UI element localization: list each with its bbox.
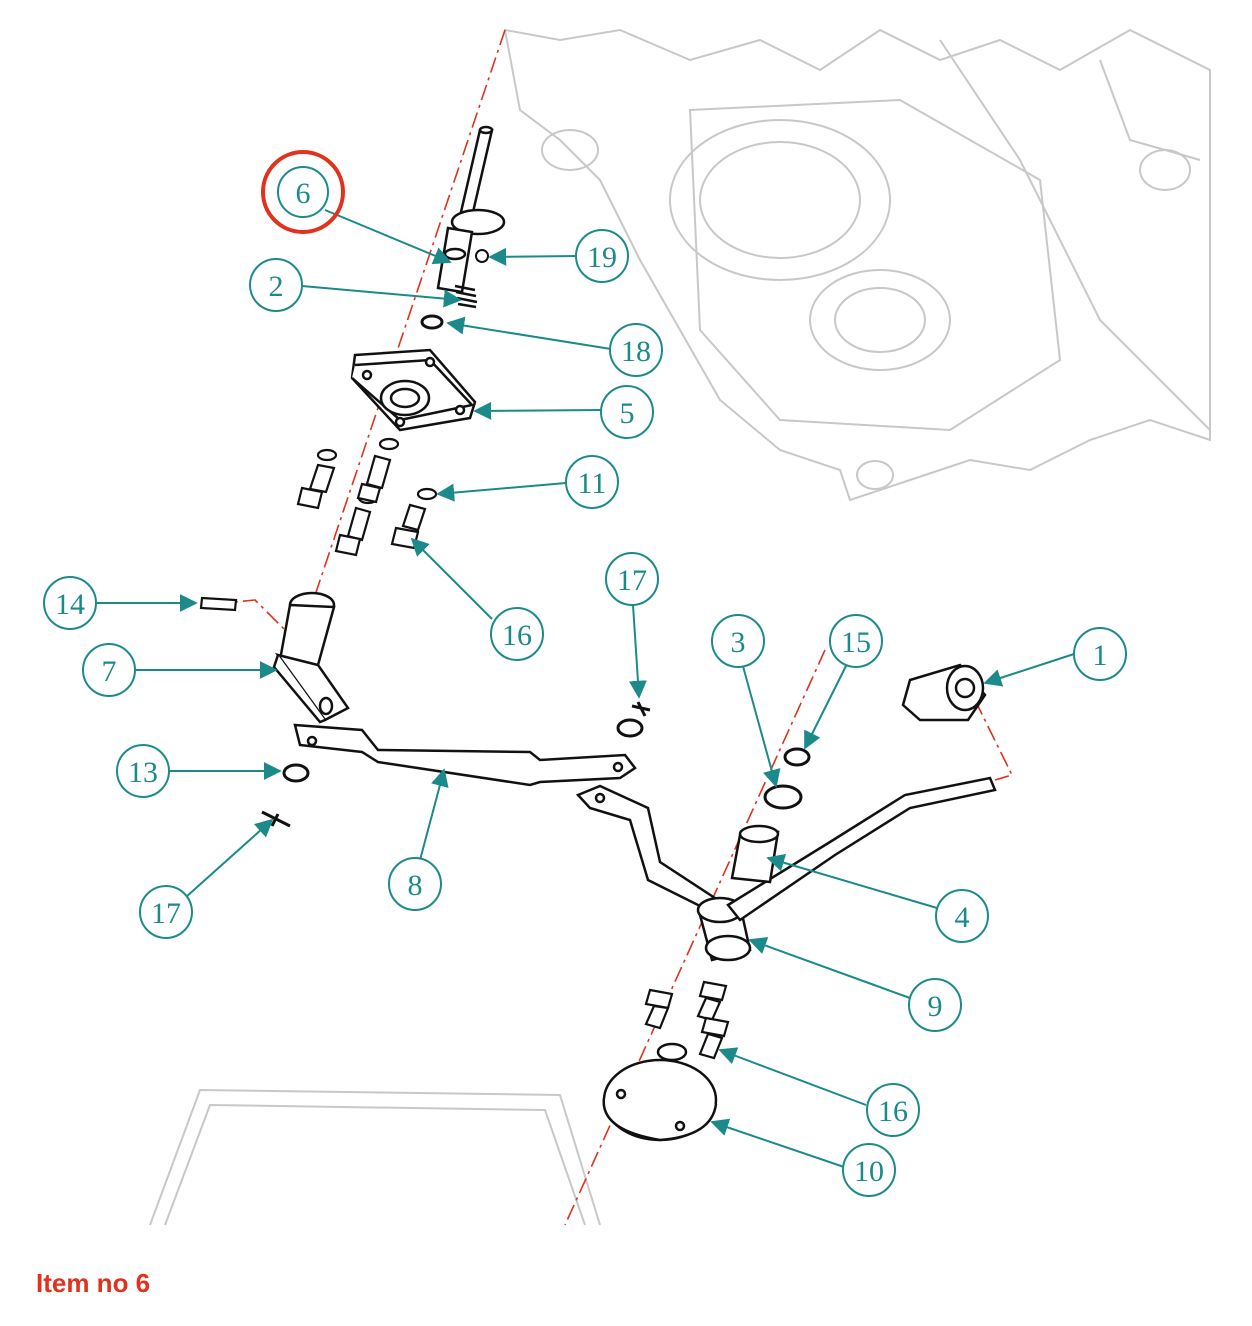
callout-18: 18	[609, 323, 663, 377]
svg-text:13: 13	[128, 756, 158, 789]
svg-text:4: 4	[955, 901, 970, 934]
part-8-rod	[293, 723, 637, 787]
svg-text:6: 6	[296, 177, 311, 210]
lever-rod	[726, 776, 997, 922]
callout-11: 11	[565, 455, 619, 509]
part-1-knob	[901, 663, 987, 722]
svg-text:7: 7	[102, 655, 117, 688]
svg-text:2: 2	[269, 270, 284, 303]
callouts: 6 2 19 18 5 11 16 14 7 13 17 8 17 3 15 1…	[43, 166, 1127, 1197]
callout-14: 14	[43, 576, 97, 630]
callout-10: 10	[842, 1143, 896, 1197]
part-14-pin	[199, 596, 238, 612]
part-19-ball	[475, 249, 489, 263]
callout-4: 3	[711, 614, 765, 668]
svg-text:15: 15	[841, 626, 871, 659]
part-18-washer	[420, 314, 444, 330]
svg-text:18: 18	[621, 335, 651, 368]
item-caption: Item no 6	[36, 1268, 151, 1298]
part-17-cotter-pin-upper	[631, 701, 651, 717]
centre-lines	[213, 29, 1014, 1226]
svg-text:3: 3	[731, 626, 746, 659]
part-7-lever	[272, 591, 350, 724]
svg-text:8: 8	[408, 869, 423, 902]
engine-housing-background	[149, 28, 1211, 1226]
callout-16-lower: 16	[866, 1083, 920, 1137]
part-2-spring	[454, 284, 478, 309]
callout-17-lower: 17	[139, 885, 193, 939]
svg-text:17: 17	[151, 897, 181, 930]
callout-1: 1	[1073, 627, 1127, 681]
part-15-ring	[783, 747, 811, 767]
part-10-base	[602, 1042, 718, 1142]
svg-text:16: 16	[502, 619, 532, 652]
svg-text:5: 5	[620, 397, 635, 430]
callout-8: 8	[388, 857, 442, 911]
svg-text:11: 11	[578, 467, 607, 500]
callout-17-upper: 17	[605, 552, 659, 606]
callout-9: 9	[908, 978, 962, 1032]
callout-13: 13	[116, 744, 170, 798]
callout-15: 15	[829, 614, 883, 668]
bolts-lower	[644, 980, 730, 1060]
svg-text:14: 14	[55, 588, 85, 621]
callout-2: 2	[249, 258, 303, 312]
svg-text:19: 19	[587, 241, 617, 274]
bolts-upper	[296, 437, 438, 557]
callout-7: 7	[82, 643, 136, 697]
svg-text:10: 10	[854, 1155, 884, 1188]
part-6-shaft	[436, 125, 506, 294]
svg-text:16: 16	[878, 1095, 908, 1128]
washer-right	[616, 718, 644, 738]
svg-text:1: 1	[1093, 639, 1108, 672]
callout-6: 6	[277, 166, 329, 218]
callout-16-upper: 16	[490, 607, 544, 661]
callout-19: 19	[575, 229, 629, 283]
part-4-washer	[763, 784, 803, 810]
part-13-washer	[282, 763, 310, 783]
leader-lines	[96, 209, 1075, 1168]
svg-text:9: 9	[928, 990, 943, 1023]
part-5-flange	[350, 348, 477, 432]
svg-text:17: 17	[617, 564, 647, 597]
callout-3: 4	[935, 889, 989, 943]
callout-5: 5	[600, 385, 654, 439]
exploded-parts-diagram: 6 2 19 18 5 11 16 14 7 13 17 8 17 3 15 1…	[43, 28, 1211, 1226]
highlight-ring	[261, 150, 345, 234]
part-3-bushing	[730, 824, 780, 884]
